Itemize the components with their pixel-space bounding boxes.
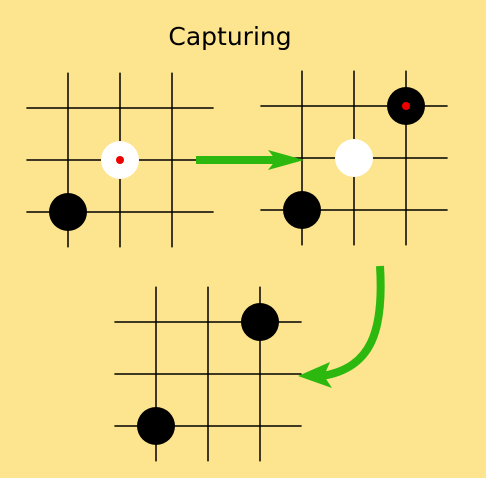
- white-stone: [335, 139, 373, 177]
- last-move-marker: [402, 102, 410, 110]
- black-stone: [137, 407, 175, 445]
- last-move-marker: [116, 156, 124, 164]
- right-arrow-icon: [196, 150, 304, 170]
- go-board-after-capture: [114, 286, 302, 462]
- black-stone: [49, 193, 87, 231]
- go-board-before: [26, 72, 214, 248]
- black-stone: [241, 303, 279, 341]
- diagram-title: Capturing: [168, 22, 292, 51]
- black-stone: [283, 191, 321, 229]
- curved-arrow-icon: [298, 265, 385, 388]
